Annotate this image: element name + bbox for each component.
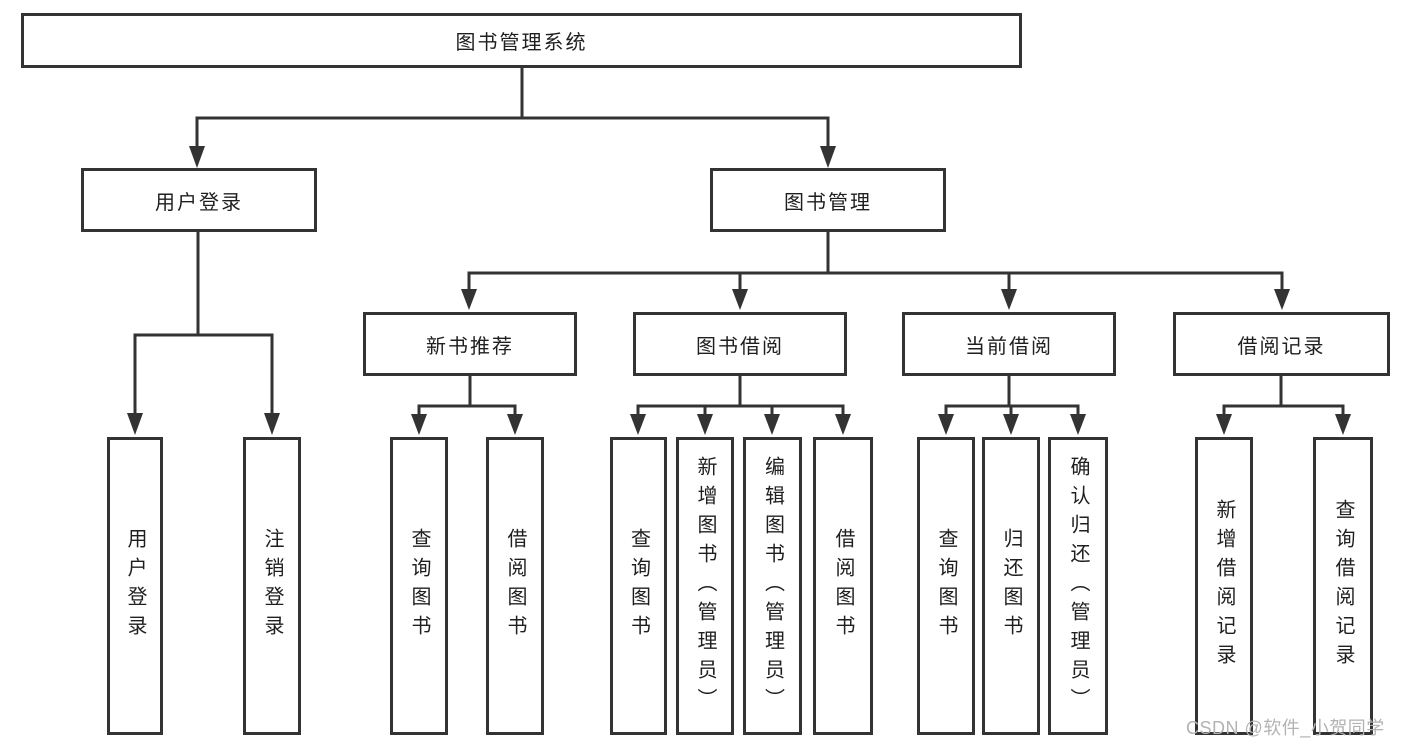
node-leaf-query-books: 查询图书 [917, 437, 975, 735]
csdn-watermark: CSDN @软件_小贺同学 [1186, 718, 1385, 738]
node-leaf-edit-books-admin: 编辑图书（管理员） [743, 437, 802, 735]
arrowhead-icon [1070, 414, 1086, 435]
node-label: 查询借阅记录 [1332, 499, 1354, 673]
node-label: 用户登录 [124, 528, 146, 644]
node-leaf-query-books: 查询图书 [390, 437, 448, 735]
arrowheads [127, 146, 1351, 435]
arrowhead-icon [1274, 289, 1290, 310]
arrowhead-icon [1003, 414, 1019, 435]
node-leaf-return-books: 归还图书 [982, 437, 1040, 735]
arrowhead-icon [630, 414, 646, 435]
node-label: 查询图书 [935, 528, 957, 644]
node-user-login: 用户登录 [81, 168, 317, 232]
node-label: 查询图书 [627, 528, 650, 644]
arrowhead-icon [938, 414, 954, 435]
node-label: 新书推荐 [426, 335, 514, 358]
node-leaf-query-borrow-record: 查询借阅记录 [1313, 437, 1373, 735]
node-label: 借阅图书 [504, 528, 526, 644]
node-leaf-borrow-books: 借阅图书 [486, 437, 544, 735]
node-label: 借阅记录 [1237, 335, 1326, 358]
node-library-system: 图书管理系统 [21, 13, 1022, 68]
arrowhead-icon [127, 413, 143, 435]
node-label: 编辑图书（管理员） [761, 455, 784, 717]
arrowhead-icon [461, 289, 477, 310]
arrowhead-icon [1335, 414, 1351, 435]
node-label: 注销登录 [261, 528, 283, 644]
arrowhead-icon [411, 414, 427, 435]
node-leaf-user-login: 用户登录 [107, 437, 163, 735]
arrowhead-icon [1001, 289, 1017, 310]
arrowhead-icon [820, 146, 836, 168]
arrowhead-icon [764, 414, 780, 435]
node-label: 图书管理 [784, 191, 872, 214]
node-book-borrowing: 图书借阅 [633, 312, 847, 376]
arrowhead-icon [835, 414, 851, 435]
arrowhead-icon [732, 289, 748, 310]
node-label: 借阅图书 [832, 528, 854, 644]
node-label: 用户登录 [155, 191, 243, 214]
arrowhead-icon [697, 414, 713, 435]
node-label: 图书管理系统 [455, 32, 588, 54]
arrowhead-icon [1216, 414, 1232, 435]
node-leaf-logout: 注销登录 [243, 437, 301, 735]
node-label: 新增借阅记录 [1213, 499, 1235, 673]
node-label: 确认归还（管理员） [1067, 455, 1089, 717]
node-leaf-add-borrow-record: 新增借阅记录 [1195, 437, 1253, 735]
node-label: 查询图书 [408, 528, 430, 644]
node-borrowing-records: 借阅记录 [1173, 312, 1390, 376]
node-leaf-query-books: 查询图书 [610, 437, 667, 735]
node-label: 当前借阅 [965, 335, 1053, 358]
node-book-management: 图书管理 [710, 168, 946, 232]
node-label: 图书借阅 [696, 335, 784, 358]
node-label: 归还图书 [1000, 528, 1022, 644]
node-label: 新增图书（管理员） [694, 455, 716, 717]
arrowhead-icon [189, 146, 205, 168]
connector-path [133, 68, 1345, 414]
node-new-book-recommend: 新书推荐 [363, 312, 577, 376]
node-leaf-add-books-admin: 新增图书（管理员） [676, 437, 734, 735]
node-current-borrowing: 当前借阅 [902, 312, 1116, 376]
node-leaf-borrow-books: 借阅图书 [813, 437, 873, 735]
arrowhead-icon [507, 414, 523, 435]
node-leaf-confirm-return-admin: 确认归还（管理员） [1048, 437, 1108, 735]
arrowhead-icon [264, 413, 280, 435]
